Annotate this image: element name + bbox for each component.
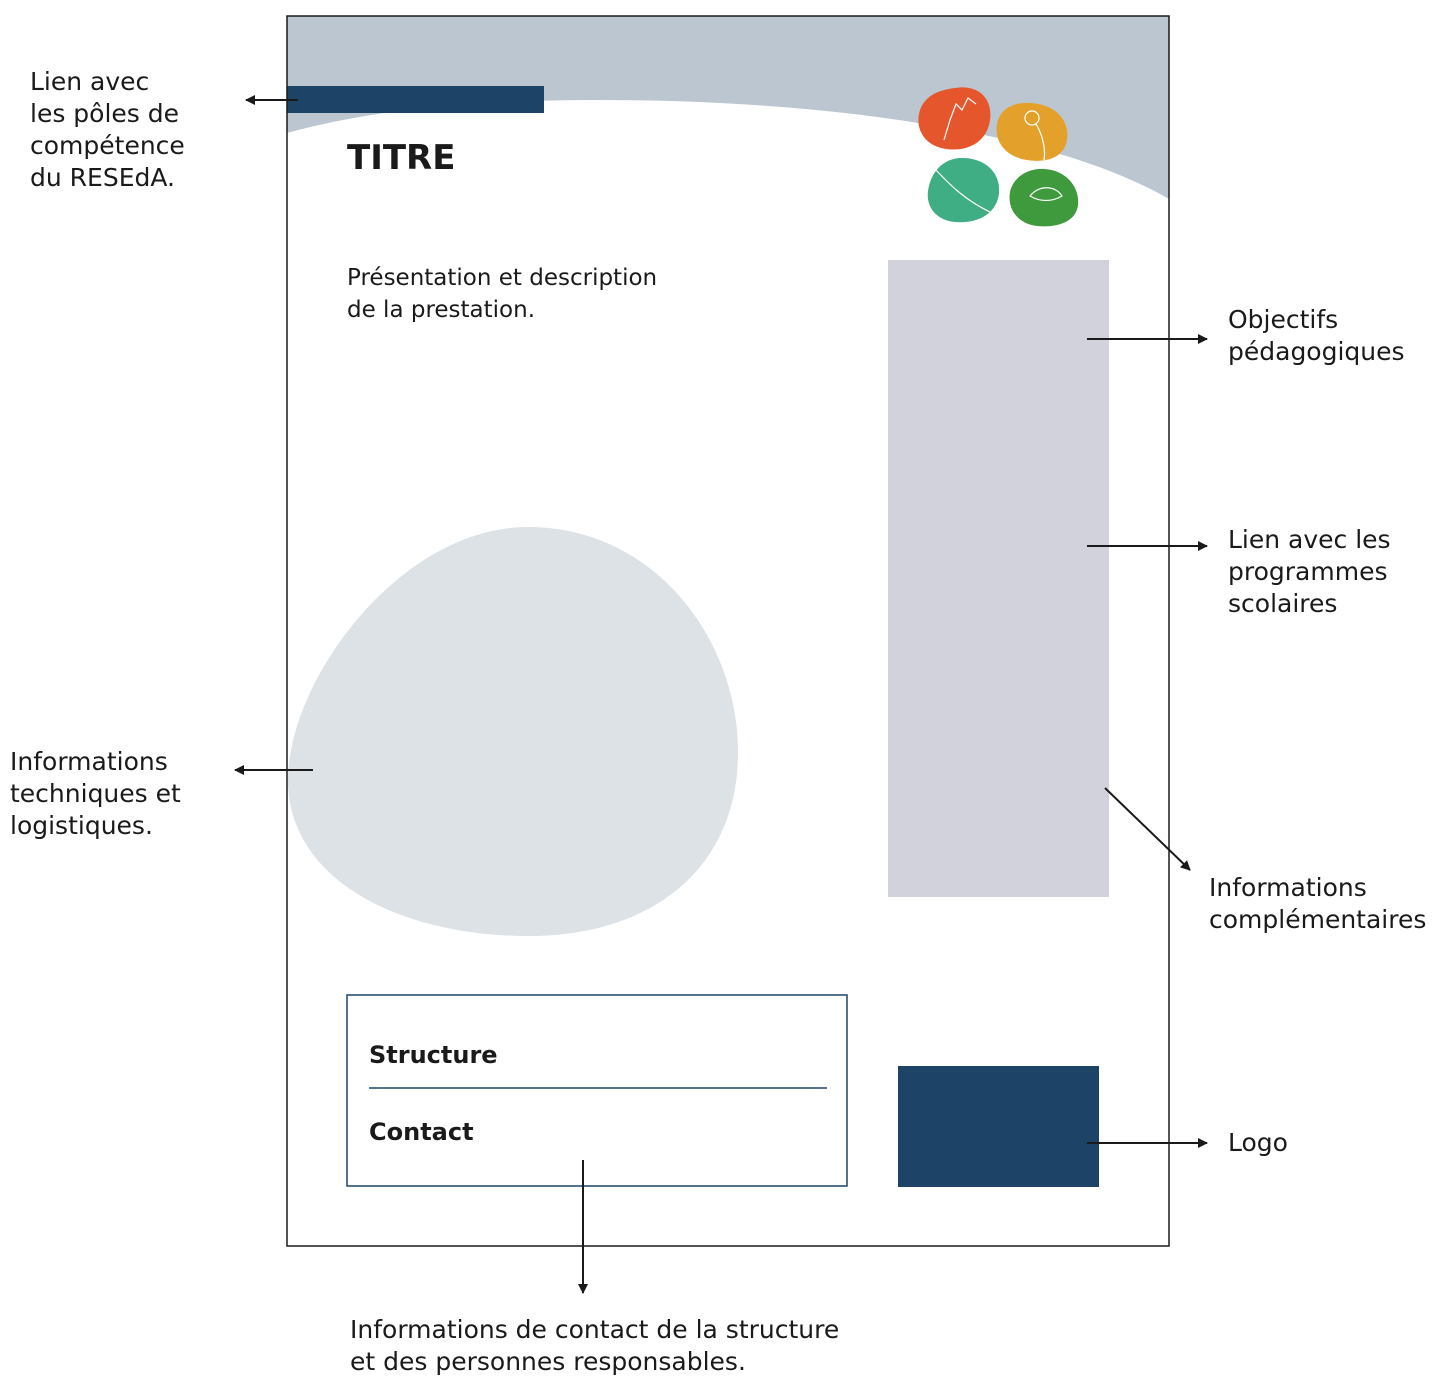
arrow-infos-complementaires xyxy=(1104,787,1191,871)
annotation-line: Informations de contact de la structure xyxy=(350,1315,840,1344)
annotation-line: Lien avec xyxy=(30,67,150,96)
annotation-line: du RESEdA. xyxy=(30,163,175,192)
stone-green xyxy=(1009,168,1079,227)
technical-info-blob xyxy=(288,527,738,936)
header-band xyxy=(287,16,1169,199)
annotation-poles: Lien avec les pôles de compétence du RES… xyxy=(30,66,185,194)
annotation-line: Logo xyxy=(1228,1128,1288,1157)
four-colored-stones-icon xyxy=(918,87,1079,227)
pole-bar xyxy=(287,86,544,113)
stone-line-green xyxy=(1029,187,1063,202)
stone-teal xyxy=(927,157,1000,223)
contact-box xyxy=(346,994,848,1187)
stone-line-orange-tail xyxy=(1035,123,1046,161)
annotation-line: logistiques. xyxy=(10,811,153,840)
contact-label: Contact xyxy=(369,1118,474,1146)
annotation-line: et des personnes responsables. xyxy=(350,1347,746,1376)
annotation-line: pédagogiques xyxy=(1228,337,1405,366)
annotation-line: Informations xyxy=(1209,873,1367,902)
annotation-objectifs: Objectifs pédagogiques xyxy=(1228,304,1405,368)
annotation-line: Objectifs xyxy=(1228,305,1339,334)
annotation-line: complémentaires xyxy=(1209,905,1427,934)
stone-orange xyxy=(996,102,1068,161)
stone-line-red xyxy=(943,97,977,141)
annotation-line: Informations xyxy=(10,747,168,776)
annotation-line: compétence xyxy=(30,131,185,160)
structure-label: Structure xyxy=(369,1041,498,1069)
side-panel xyxy=(888,260,1109,897)
logo-block xyxy=(898,1066,1099,1187)
stone-line-teal xyxy=(935,169,991,213)
stone-line-orange xyxy=(1024,110,1040,126)
stone-red xyxy=(918,87,991,150)
annotation-logo: Logo xyxy=(1228,1127,1288,1159)
page-title: TITRE xyxy=(347,138,456,178)
annotation-line: techniques et xyxy=(10,779,181,808)
annotation-line: les pôles de xyxy=(30,99,180,128)
page-description-line: de la prestation. xyxy=(347,297,536,323)
page-description: Présentation et description de la presta… xyxy=(347,262,657,326)
annotation-programmes: Lien avec les programmes scolaires xyxy=(1228,524,1391,620)
annotation-line: scolaires xyxy=(1228,589,1338,618)
annotation-infos-techniques: Informations techniques et logistiques. xyxy=(10,746,181,842)
page-sheet xyxy=(286,15,1170,1247)
annotation-line: Lien avec les xyxy=(1228,525,1391,554)
page-description-line: Présentation et description xyxy=(347,265,658,291)
annotation-contact-info: Informations de contact de la structure … xyxy=(350,1314,839,1378)
annotation-line: programmes xyxy=(1228,557,1388,586)
annotation-infos-complementaires: Informations complémentaires xyxy=(1209,872,1426,936)
